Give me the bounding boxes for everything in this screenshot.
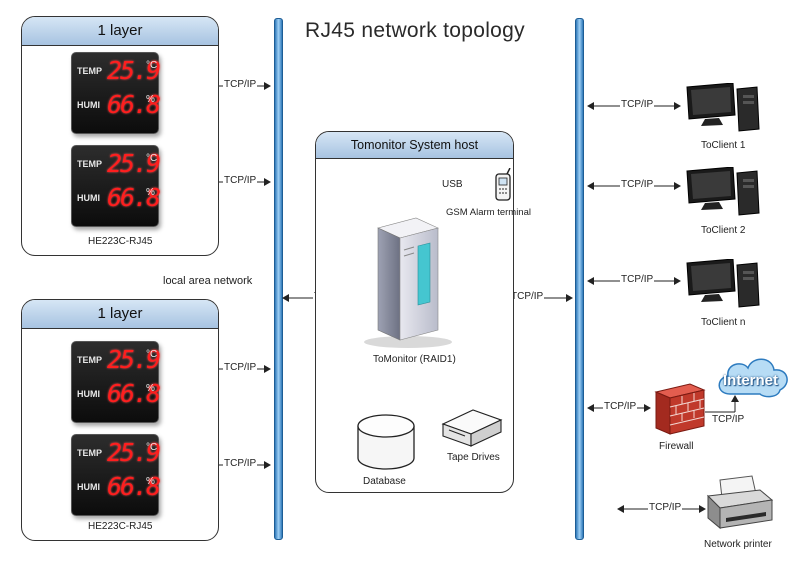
device-caption: HE223C-RJ45 <box>88 521 153 532</box>
temp-humidity-display-1: TEMP 25.9 °C HUMI 66.8 % <box>71 52 161 134</box>
left-network-bus <box>274 18 283 540</box>
humi-value: 66.8 <box>107 472 161 501</box>
humi-value: 66.8 <box>107 379 161 408</box>
diagram-title: RJ45 network topology <box>305 19 525 42</box>
temp-unit: °C <box>146 153 158 164</box>
client-label-2: ToClient 2 <box>701 225 746 236</box>
temp-value: 25.9 <box>107 438 161 467</box>
database-label: Database <box>363 476 406 487</box>
lan-label: local area network <box>163 275 253 287</box>
client-computer-icon <box>686 167 760 216</box>
host-header: Tomonitor System host <box>316 132 513 159</box>
humi-unit: % <box>146 94 155 105</box>
temp-unit: °C <box>146 442 158 453</box>
internet-label: Internet <box>723 372 779 389</box>
humi-value: 66.8 <box>107 183 161 212</box>
humi-unit: % <box>146 383 155 394</box>
right-network-bus <box>575 18 584 540</box>
temp-unit: °C <box>146 349 158 360</box>
humi-unit: % <box>146 187 155 198</box>
protocol-label-10: TCP/IP <box>603 401 638 412</box>
protocol-label-12: TCP/IP <box>648 502 683 513</box>
humi-label: HUMI <box>77 482 100 492</box>
protocol-label-2: TCP/IP <box>223 175 258 186</box>
firewall-label: Firewall <box>659 441 694 452</box>
client-label-n: ToClient n <box>701 317 746 328</box>
firewall-icon <box>654 383 706 435</box>
layer-header: 1 layer <box>22 300 218 329</box>
printer-icon <box>706 475 774 530</box>
temp-humidity-display-4: TEMP 25.9 °C HUMI 66.8 % <box>71 434 161 516</box>
humi-label: HUMI <box>77 389 100 399</box>
temp-label: TEMP <box>77 66 103 76</box>
temp-humidity-display-2: TEMP 25.9 °C HUMI 66.8 % <box>71 145 161 227</box>
usb-label: USB <box>440 179 465 190</box>
protocol-label-8: TCP/IP <box>620 179 655 190</box>
database-icon <box>357 414 415 470</box>
temp-label: TEMP <box>77 355 103 365</box>
humi-label: HUMI <box>77 193 100 203</box>
internet-cloud-icon <box>718 358 788 398</box>
tape-drive-icon <box>441 409 503 447</box>
printer-label: Network printer <box>704 539 772 550</box>
client-label-1: ToClient 1 <box>701 140 746 151</box>
tape-label: Tape Drives <box>447 452 500 463</box>
protocol-label-1: TCP/IP <box>223 79 258 90</box>
protocol-label-7: TCP/IP <box>620 99 655 110</box>
gsm-label: GSM Alarm terminal <box>446 207 531 218</box>
client-computer-icon <box>686 83 760 132</box>
humi-unit: % <box>146 476 155 487</box>
temp-value: 25.9 <box>107 345 161 374</box>
client-computer-icon <box>686 259 760 308</box>
layer-header: 1 layer <box>22 17 218 46</box>
temp-humidity-display-3: TEMP 25.9 °C HUMI 66.8 % <box>71 341 161 423</box>
protocol-label-9: TCP/IP <box>620 274 655 285</box>
temp-label: TEMP <box>77 159 103 169</box>
server-tower-icon <box>364 217 452 348</box>
server-label: ToMonitor (RAID1) <box>373 354 456 365</box>
temp-unit: °C <box>146 60 158 71</box>
protocol-label-6: TCP/IP <box>510 291 545 302</box>
temp-value: 25.9 <box>107 56 161 85</box>
temp-value: 25.9 <box>107 149 161 178</box>
humi-value: 66.8 <box>107 90 161 119</box>
protocol-label-4: TCP/IP <box>223 458 258 469</box>
gsm-phone-icon <box>495 168 511 201</box>
device-caption: HE223C-RJ45 <box>88 236 153 247</box>
protocol-label-11: TCP/IP <box>712 414 745 425</box>
humi-label: HUMI <box>77 100 100 110</box>
temp-label: TEMP <box>77 448 103 458</box>
protocol-label-3: TCP/IP <box>223 362 258 373</box>
